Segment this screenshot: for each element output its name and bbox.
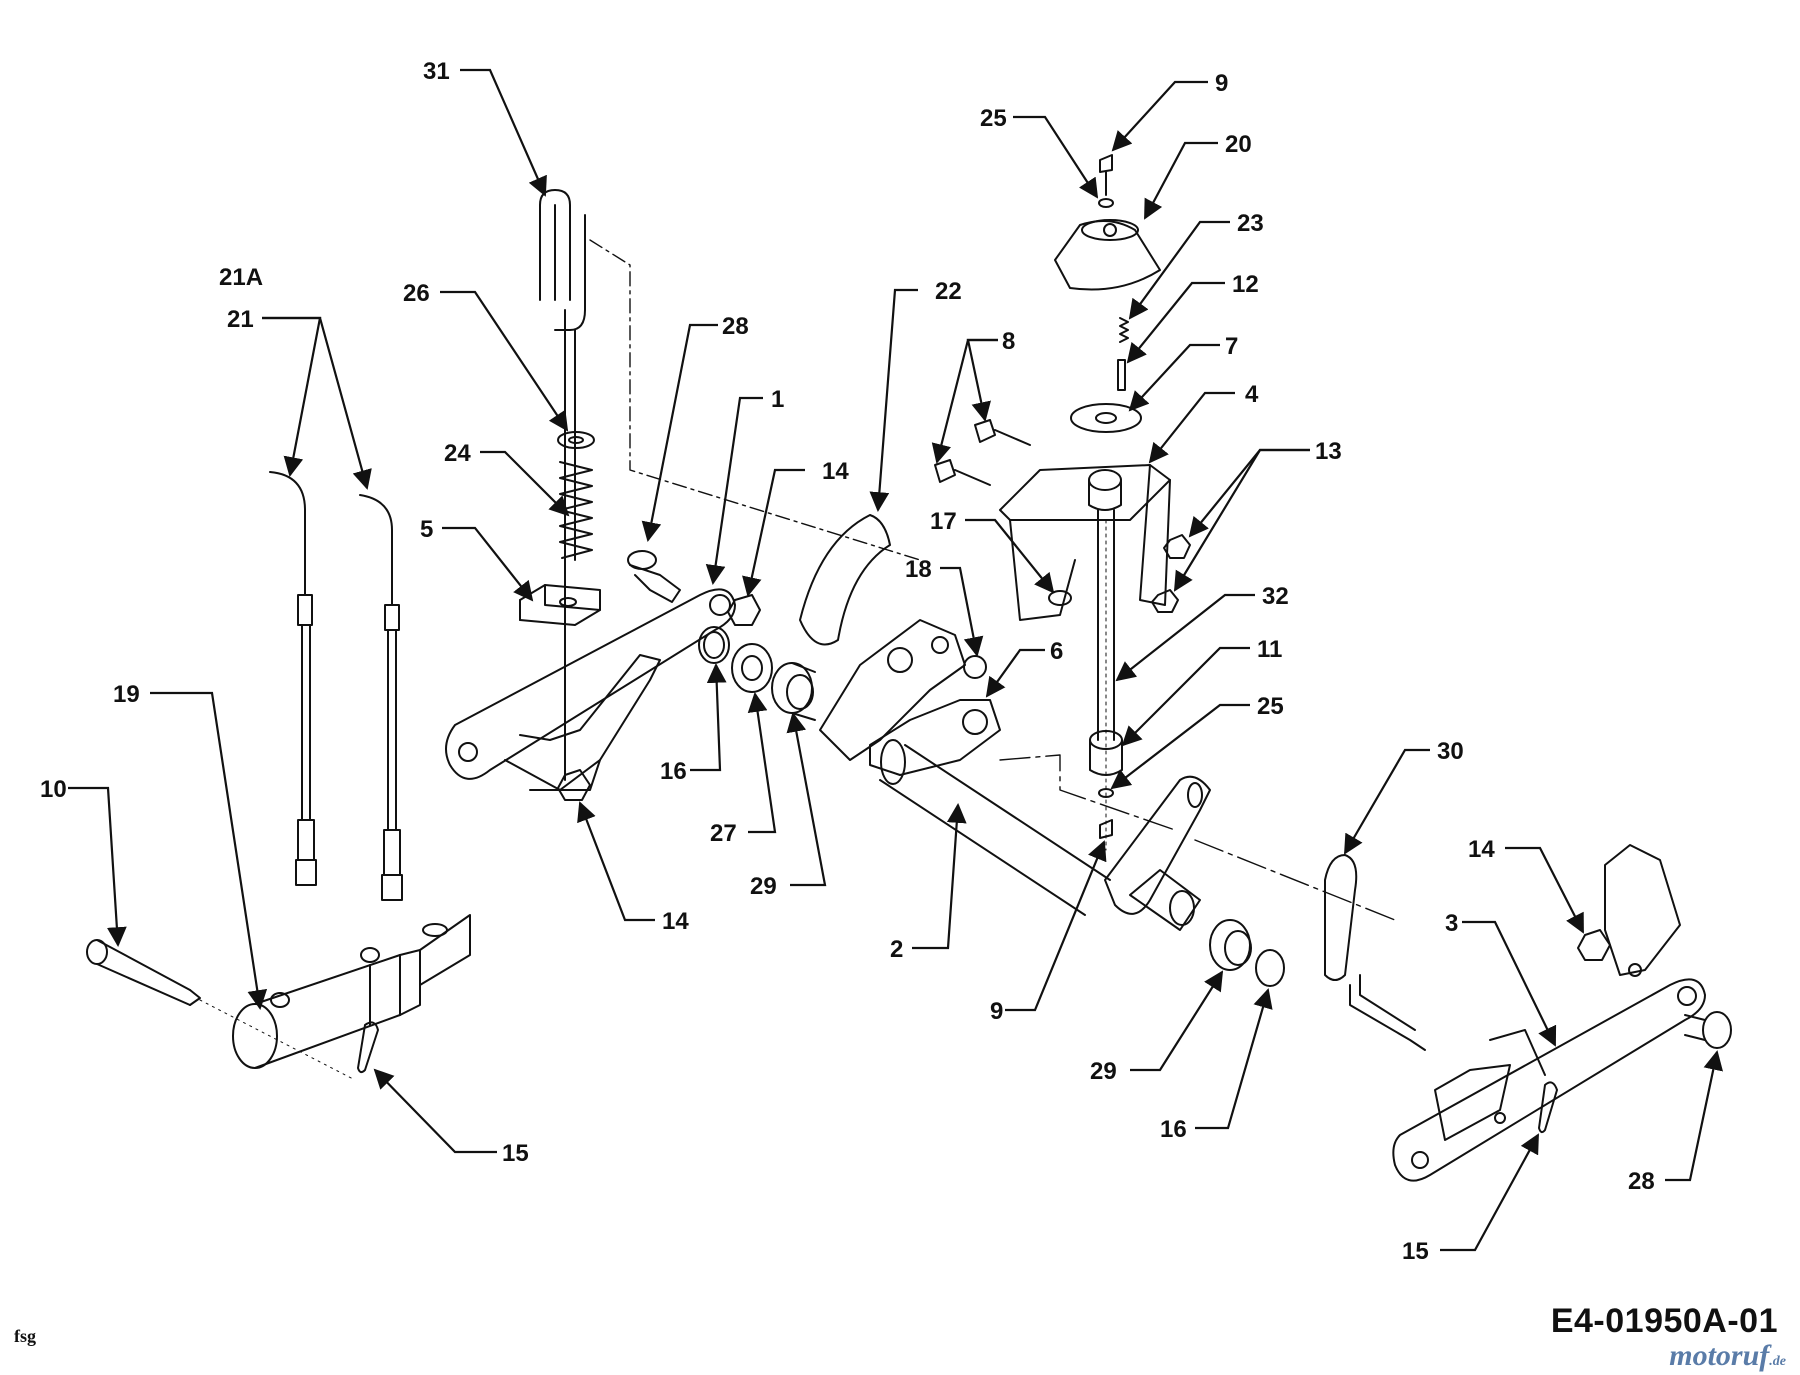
callout-7: 7 — [1225, 333, 1238, 360]
part-12-pin — [1117, 359, 1126, 391]
callout-27: 27 — [710, 820, 737, 847]
part-1-lift-arm — [445, 588, 736, 791]
callout-13: 13 — [1315, 438, 1342, 465]
part-18-ring — [963, 655, 987, 679]
callout-15-left: 15 — [502, 1140, 529, 1167]
callout-14-right: 14 — [1468, 836, 1495, 863]
part-32-rod — [1097, 509, 1115, 741]
part-9-screw-low — [1099, 819, 1113, 839]
part-19-cylinder — [232, 914, 471, 1069]
part-mount-plate — [1604, 844, 1681, 977]
callout-31: 31 — [423, 58, 450, 85]
callout-6: 6 — [1050, 638, 1063, 665]
callout-28-upper: 28 — [722, 313, 749, 340]
callout-labels: 31 21A 21 26 24 5 28 1 14 22 8 25 9 20 2… — [40, 58, 1655, 1265]
callout-16-left: 16 — [660, 758, 687, 785]
callout-29-right: 29 — [1090, 1058, 1117, 1085]
callout-18: 18 — [905, 556, 932, 583]
callout-22: 22 — [935, 278, 962, 305]
part-21-hydraulic-lines — [269, 471, 403, 901]
part-28-bolt-upper — [627, 550, 681, 603]
part-23-spring — [1119, 317, 1129, 343]
part-2-shaft — [879, 739, 1111, 916]
callout-14-upper: 14 — [822, 458, 849, 485]
leader-arrows — [68, 68, 1724, 1252]
callout-28-lower: 28 — [1628, 1168, 1655, 1195]
part-20-knob — [1054, 219, 1161, 291]
callout-4: 4 — [1245, 381, 1259, 408]
part-16-retaining-ring-b — [1255, 949, 1285, 987]
callout-10: 10 — [40, 776, 67, 803]
part-4-bracket — [999, 464, 1171, 621]
callout-30: 30 — [1437, 738, 1464, 765]
stamp-text: fsg — [14, 1326, 36, 1346]
callout-3: 3 — [1445, 910, 1458, 937]
callout-12: 12 — [1232, 271, 1259, 298]
callout-23: 23 — [1237, 210, 1264, 237]
part-7-plate — [1070, 403, 1142, 433]
part-29-bushing-b — [1209, 919, 1252, 971]
callout-24: 24 — [444, 440, 471, 467]
callout-14-lower: 14 — [662, 908, 689, 935]
part-31-lift-rod — [539, 189, 586, 781]
part-28-bolt-lower — [1684, 1011, 1732, 1049]
callout-20: 20 — [1225, 131, 1252, 158]
part-27-washer — [731, 643, 773, 693]
part-30-rod — [1324, 854, 1426, 1051]
callout-9-top: 9 — [1215, 70, 1228, 97]
part-26-washer — [557, 431, 595, 449]
watermark: motoruf.de — [1669, 1339, 1786, 1373]
callout-9-low: 9 — [990, 998, 1003, 1025]
callout-21: 21 — [227, 306, 254, 333]
part-3-lift-arm — [1392, 978, 1706, 1182]
callout-15-right: 15 — [1402, 1238, 1429, 1265]
part-10-clevis-pin — [86, 939, 201, 1006]
part-9-screw-top — [1099, 154, 1113, 196]
watermark-tld: .de — [1769, 1354, 1786, 1369]
part-17-ring — [1048, 590, 1072, 606]
part-22-shield — [799, 514, 891, 646]
part-14-nut-b — [557, 769, 591, 801]
callout-8: 8 — [1002, 328, 1015, 355]
callout-25-low: 25 — [1257, 693, 1284, 720]
callout-11: 11 — [1257, 636, 1282, 663]
callout-16-right: 16 — [1160, 1116, 1187, 1143]
callout-25-top: 25 — [980, 105, 1007, 132]
part-shaft-arm-right — [1104, 775, 1211, 931]
callout-32: 32 — [1262, 583, 1289, 610]
part-6-crank-plate — [819, 619, 1001, 776]
part-5-bracket — [519, 584, 601, 626]
part-29-bushing-a — [771, 662, 816, 721]
drawing-code: E4-01950A-01 — [1550, 1302, 1778, 1340]
callout-21A: 21A — [219, 264, 263, 291]
part-15-hairpin-b — [1538, 1081, 1558, 1134]
callout-26: 26 — [403, 280, 430, 307]
part-13-nuts — [1151, 534, 1191, 613]
callout-2: 2 — [890, 936, 903, 963]
callout-17: 17 — [930, 508, 957, 535]
watermark-name: motoruf — [1669, 1339, 1770, 1372]
callout-1: 1 — [771, 386, 784, 413]
part-25-washer-top — [1098, 198, 1114, 208]
callout-29-left: 29 — [750, 873, 777, 900]
part-14-nut-c — [1577, 929, 1611, 961]
part-15-hairpin-a — [357, 1021, 379, 1074]
callout-5: 5 — [420, 516, 433, 543]
part-8-bolts — [934, 419, 1031, 486]
part-16-retaining-ring-a — [698, 626, 730, 664]
callout-19: 19 — [113, 681, 140, 708]
